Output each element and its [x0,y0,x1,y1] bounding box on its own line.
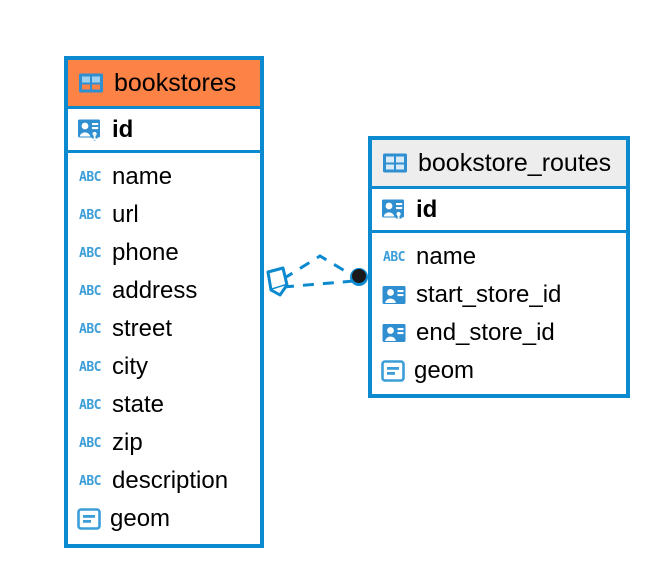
table-icon [381,149,409,177]
field-row-city[interactable]: ABC city [68,348,260,386]
geometry-type-icon [76,506,102,532]
field-label: city [112,353,148,380]
field-row-url[interactable]: ABC url [68,196,260,234]
field-row-start-store-id[interactable]: start_store_id [372,276,626,314]
field-label: street [112,315,173,342]
field-row-street[interactable]: ABC street [68,310,260,348]
field-label: address [112,277,198,304]
entity-title: bookstores [114,68,237,97]
primary-key-icon [76,116,104,144]
text-type-icon: ABC [79,359,101,375]
field-row-phone[interactable]: ABC phone [68,234,260,272]
text-type-icon: ABC [79,169,101,185]
field-label: geom [414,357,475,384]
field-label: zip [112,429,143,456]
entity-header-bookstore-routes[interactable]: bookstore_routes [372,140,626,186]
field-label: url [112,201,139,228]
field-label: geom [110,505,171,532]
text-type-icon: ABC [79,245,101,261]
field-row-name[interactable]: ABC name [68,158,260,196]
field-list-bookstores: ABC name ABC url ABC phone ABC address A… [68,153,260,544]
text-type-icon: ABC [79,435,101,451]
table-icon [77,69,105,97]
entity-bookstore-routes[interactable]: bookstore_routes id ABC [368,136,630,398]
field-row-geom[interactable]: geom [68,500,260,538]
field-label: end_store_id [416,319,555,346]
text-type-icon: ABC [79,207,101,223]
primary-key-icon [380,196,408,224]
text-type-icon: ABC [79,473,101,489]
circle-marker[interactable] [350,268,368,286]
foreign-key-icon [380,281,408,309]
field-label: id [416,195,438,223]
field-row-description[interactable]: ABC description [68,462,260,500]
field-row-name[interactable]: ABC name [372,238,626,276]
entity-bookstores[interactable]: bookstores id [64,56,264,548]
field-label: phone [112,239,179,266]
field-row-address[interactable]: ABC address [68,272,260,310]
field-row-state[interactable]: ABC state [68,386,260,424]
field-row-geom[interactable]: geom [372,352,626,390]
entity-title: bookstore_routes [418,148,612,177]
field-label: id [112,115,134,143]
field-row-zip[interactable]: ABC zip [68,424,260,462]
relationship-line-upper [282,254,356,281]
field-label: state [112,391,165,418]
diamond-marker[interactable] [266,266,289,297]
field-label: name [112,163,173,190]
foreign-key-icon [380,319,408,347]
text-type-icon: ABC [383,249,405,265]
entity-header-bookstores[interactable]: bookstores [68,60,260,106]
field-label: name [416,243,477,270]
field-row-id[interactable]: id [372,186,626,233]
field-list-bookstore-routes: ABC name start_store_id [372,233,626,396]
field-label: description [112,467,229,494]
relationship-line-lower [282,279,355,289]
field-row-end-store-id[interactable]: end_store_id [372,314,626,352]
geometry-type-icon [380,358,406,384]
field-label: start_store_id [416,281,562,308]
field-row-id[interactable]: id [68,106,260,153]
text-type-icon: ABC [79,397,101,413]
text-type-icon: ABC [79,283,101,299]
text-type-icon: ABC [79,321,101,337]
